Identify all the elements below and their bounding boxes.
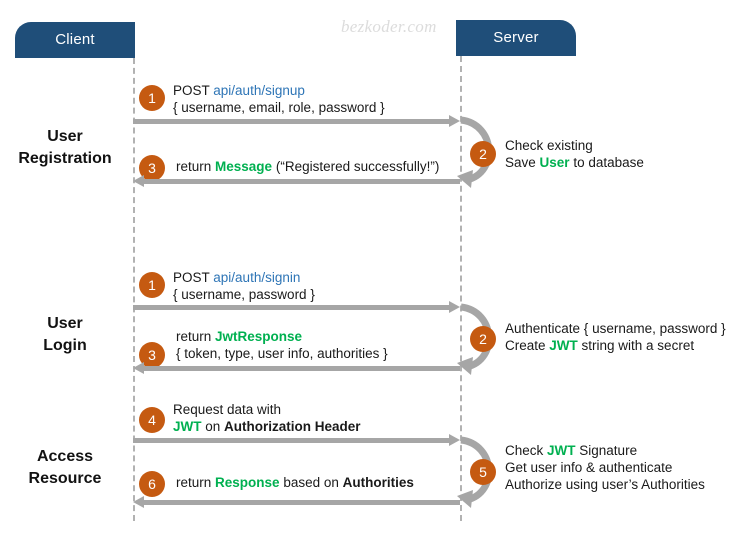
arrow-head-right-icon [449,434,460,446]
stage-label-access-resource: Access Resource [0,446,130,490]
resource-request-mid: on [201,419,225,434]
step-circle-5: 5 [470,459,496,485]
signup-response-prefix: return [176,159,216,174]
signup-body: { username, email, role, password } [173,100,385,115]
resource-response-authorities: Authorities [342,475,414,490]
signin-response-prefix: return [176,329,216,344]
note-line-2-highlight: JWT [549,338,578,353]
step-circle-1-login: 1 [139,272,165,298]
signup-url: api/auth/signup [213,83,305,98]
note-line-2-highlight: User [539,155,570,170]
arrow-shaft [143,366,460,371]
message-signin-request: POST api/auth/signin { username, passwor… [173,269,315,303]
arrow-head-left-icon [133,496,144,508]
note-line-1-prefix: Check [505,443,548,458]
message-resource-response: return Response based on Authorities [176,474,414,491]
step-circle-2-login: 2 [470,326,496,352]
arrow-shaft [143,500,460,505]
step-circle-2-registration: 2 [470,141,496,167]
note-line-1-highlight: JWT [547,443,576,458]
arrow-signup-response [133,175,460,187]
resource-request-line1: Request data with [173,402,282,417]
note-line-1: Authenticate { username, password } [505,321,726,336]
note-line-1: Check existing [505,138,593,153]
stage-label-user-login: User Login [0,313,130,357]
server-note-login: Authenticate { username, password } Crea… [505,320,726,354]
arrow-signin-request [133,301,460,313]
signin-body: { username, password } [173,287,315,302]
note-line-2-suffix: string with a secret [577,338,695,353]
arrow-shaft [133,438,450,443]
arrow-resource-response [133,496,460,508]
message-signup-response: return Message (“Registered successfully… [176,158,439,175]
arrow-resource-request [133,434,460,446]
stage-label-line2: Resource [28,470,102,487]
resource-response-prefix: return [176,475,216,490]
note-line-3: Authorize using user’s Authorities [505,477,705,492]
actor-server-label: Server [493,29,539,46]
note-line-2-suffix: to database [569,155,644,170]
step-circle-4: 4 [139,407,165,433]
arrow-shaft [133,119,450,124]
note-line-2-prefix: Create [505,338,550,353]
note-line-2-prefix: Save [505,155,540,170]
signin-response-body: { token, type, user info, authorities } [176,346,388,361]
arrow-head-right-icon [449,115,460,127]
server-note-access: Check JWT Signature Get user info & auth… [505,442,705,493]
arrow-shaft [133,305,450,310]
actor-client-label: Client [55,31,95,48]
resource-response-mid: based on [279,475,343,490]
lifeline-server [460,56,462,521]
stage-label-line2: Registration [18,150,112,167]
step-circle-6: 6 [139,471,165,497]
arrow-head-left-icon [133,362,144,374]
stage-label-line1: User [47,315,83,332]
note-line-2: Get user info & authenticate [505,460,673,475]
signup-method: POST [173,83,210,98]
signin-url: api/auth/signin [213,270,301,285]
message-signup-request: POST api/auth/signup { username, email, … [173,82,385,116]
signin-method: POST [173,270,210,285]
message-resource-request: Request data with JWT on Authorization H… [173,401,361,435]
arrow-shaft [143,179,460,184]
stage-label-line1: Access [36,448,94,465]
resource-response-type: Response [215,475,280,490]
signin-response-type: JwtResponse [215,329,303,344]
signup-response-suffix: (“Registered successfully!”) [272,159,440,174]
resource-request-header: Authorization Header [224,419,361,434]
server-note-registration: Check existing Save User to database [505,137,644,171]
arrow-head-right-icon [449,301,460,313]
resource-request-token: JWT [173,419,202,434]
actor-client-header: Client [15,22,135,58]
stage-label-line2: Login [43,337,87,354]
message-signin-response: return JwtResponse { token, type, user i… [176,328,388,362]
arrow-signup-request [133,115,460,127]
arrow-head-left-icon [133,175,144,187]
step-circle-1: 1 [139,85,165,111]
signup-response-type: Message [215,159,273,174]
stage-label-user-registration: User Registration [0,126,130,170]
arrow-signin-response [133,362,460,374]
stage-label-line1: User [47,128,83,145]
watermark-bezkoder: bezkoder.com [341,17,437,36]
note-line-1-suffix: Signature [575,443,638,458]
lifeline-client [133,58,135,521]
actor-server-header: Server [456,20,576,56]
